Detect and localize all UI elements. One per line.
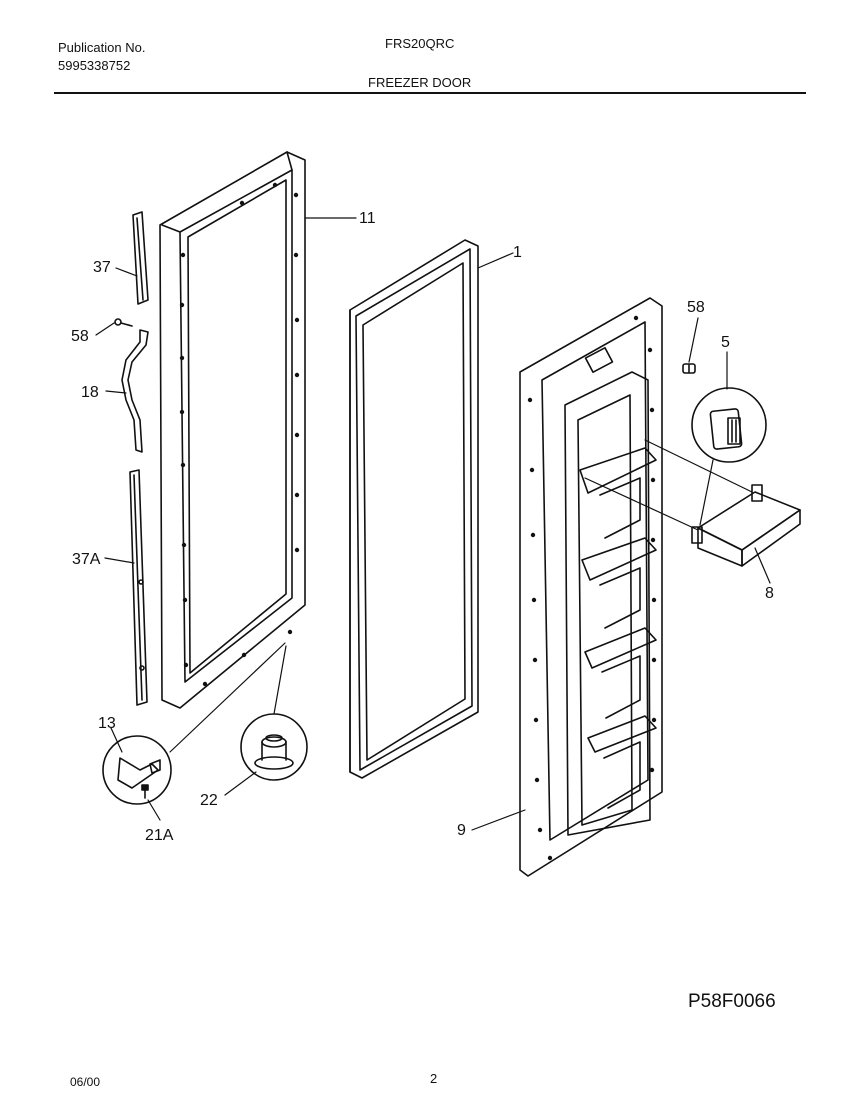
door-bin-part-8 bbox=[691, 484, 801, 567]
door-panel-part-11 bbox=[159, 151, 306, 709]
callout-22: 22 bbox=[200, 792, 218, 809]
handle-part-18 bbox=[121, 329, 149, 453]
footer-page-number: 2 bbox=[430, 1071, 438, 1086]
callout-5: 5 bbox=[721, 334, 730, 351]
door-liner-part-9 bbox=[519, 297, 663, 877]
callout-11: 11 bbox=[359, 210, 376, 227]
diagram-id: P58F0066 bbox=[688, 991, 776, 1012]
callout-58-left: 58 bbox=[71, 328, 89, 345]
section-title: FREEZER DOOR bbox=[368, 75, 472, 90]
bracket-detail-part-5 bbox=[691, 387, 767, 463]
bushing-detail-part-22 bbox=[240, 713, 308, 781]
publication-label: Publication No. bbox=[58, 40, 146, 55]
model-number: FRS20QRC bbox=[385, 36, 455, 51]
screw-part-58-left bbox=[114, 318, 133, 327]
callout-37: 37 bbox=[93, 259, 111, 276]
screw-part-58-right bbox=[682, 363, 696, 374]
callout-8: 8 bbox=[765, 585, 774, 602]
callout-58-right: 58 bbox=[687, 299, 705, 316]
callout-1: 1 bbox=[513, 244, 522, 261]
callout-18: 18 bbox=[81, 384, 99, 401]
callout-9: 9 bbox=[457, 822, 466, 839]
footer-date: 06/00 bbox=[70, 1075, 101, 1089]
door-gasket-part-1 bbox=[349, 239, 479, 779]
leader-lines bbox=[95, 217, 771, 831]
header-rule bbox=[54, 92, 806, 94]
lower-trim-part-37A bbox=[129, 469, 148, 706]
callout-37A: 37A bbox=[72, 551, 101, 568]
publication-number: 5995338752 bbox=[58, 58, 131, 73]
upper-trim-part-37 bbox=[132, 211, 149, 305]
hinge-detail-part-13 bbox=[102, 735, 172, 805]
callout-21A: 21A bbox=[145, 827, 174, 844]
callout-13: 13 bbox=[98, 715, 116, 732]
